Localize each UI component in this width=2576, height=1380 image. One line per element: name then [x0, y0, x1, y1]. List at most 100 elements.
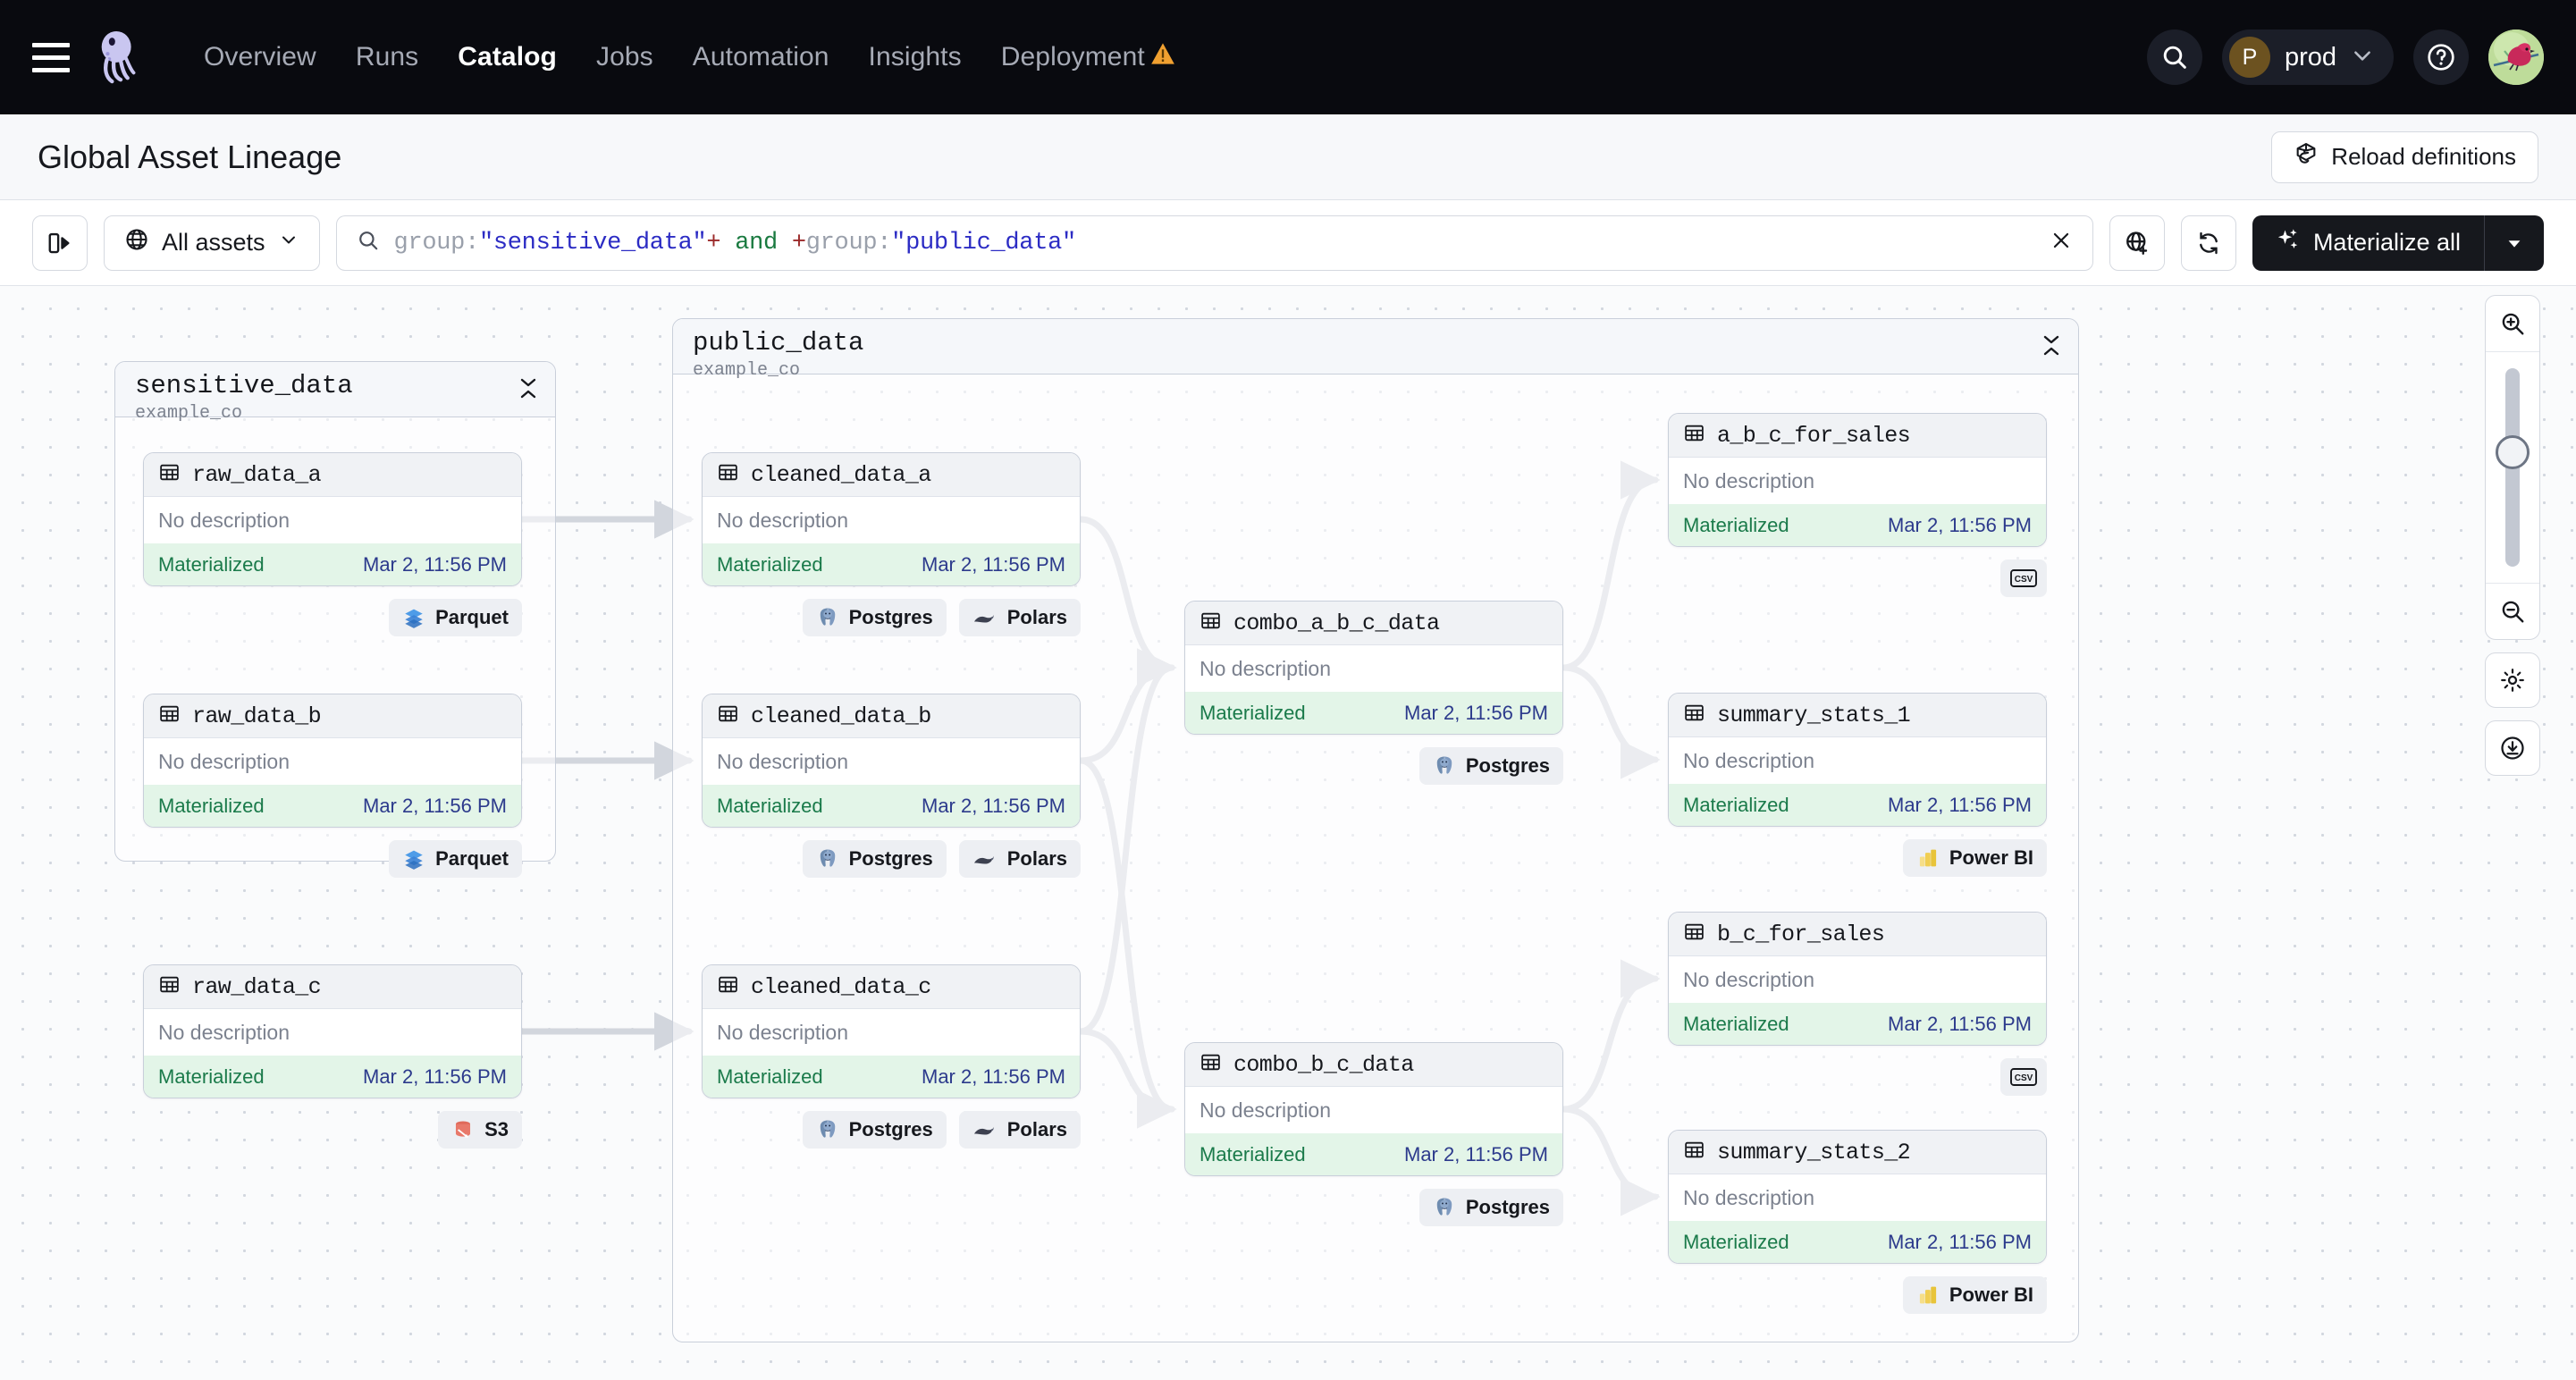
asset-node-tags: Postgres: [1184, 1189, 1563, 1226]
status-badge: Materialized: [158, 1064, 265, 1088]
materialization-timestamp[interactable]: Mar 2, 11:56 PM: [363, 1064, 507, 1088]
table-icon: [1683, 702, 1705, 728]
nav-link-overview[interactable]: Overview: [204, 42, 316, 72]
gear-icon[interactable]: [2485, 652, 2540, 708]
nav-link-deployment[interactable]: Deployment: [981, 33, 1195, 81]
nav-link-automation[interactable]: Automation: [692, 42, 829, 72]
zoom-in-icon[interactable]: [2486, 296, 2539, 351]
nav-link-runs[interactable]: Runs: [355, 42, 419, 72]
status-badge: Materialized: [1200, 1142, 1306, 1165]
asset-node-name: combo_b_c_data: [1233, 1051, 1414, 1078]
collapse-icon[interactable]: [519, 378, 537, 399]
user-avatar[interactable]: [2488, 29, 2544, 85]
nav-link-catalog[interactable]: Catalog: [458, 42, 557, 72]
asset-tag-postgres[interactable]: Postgres: [1418, 1189, 1563, 1226]
materialization-timestamp[interactable]: Mar 2, 11:56 PM: [1888, 793, 2032, 816]
asset-tag-polars[interactable]: Polars: [958, 1111, 1081, 1149]
table-icon: [717, 973, 739, 1000]
reload-definitions-button[interactable]: Reload definitions: [2271, 130, 2538, 183]
panel-open-icon[interactable]: [32, 215, 88, 271]
materialization-timestamp[interactable]: Mar 2, 11:56 PM: [1888, 513, 2032, 536]
close-x-icon[interactable]: [2035, 229, 2073, 257]
asset-tag-label: Polars: [1006, 606, 1067, 628]
asset-tag-postgres[interactable]: Postgres: [802, 1111, 947, 1149]
asset-tag-parquet[interactable]: Parquet: [389, 840, 522, 878]
asset-scope-selector[interactable]: All assets: [104, 215, 320, 271]
materialization-timestamp[interactable]: Mar 2, 11:56 PM: [1888, 1230, 2032, 1253]
asset-tag-polars[interactable]: Polars: [958, 599, 1081, 636]
download-circle-icon[interactable]: [2485, 720, 2540, 776]
hamburger-icon[interactable]: [32, 39, 73, 75]
materialize-all-button[interactable]: Materialize all: [2252, 215, 2485, 271]
asset-node-name: cleaned_data_a: [751, 461, 931, 488]
collapse-icon[interactable]: [2042, 335, 2060, 356]
asset-tag-power-bi[interactable]: Power BI: [1902, 839, 2047, 877]
materialization-timestamp[interactable]: Mar 2, 11:56 PM: [922, 794, 1065, 817]
materialization-timestamp[interactable]: Mar 2, 11:56 PM: [1404, 1142, 1548, 1165]
asset-tag-label: Power BI: [1949, 1283, 2033, 1306]
table-icon: [1683, 921, 1705, 947]
materialization-timestamp[interactable]: Mar 2, 11:56 PM: [1888, 1012, 2032, 1035]
page-title: Global Asset Lineage: [38, 138, 342, 175]
zoom-slider-knob[interactable]: [2496, 435, 2530, 469]
asset-node-name: b_c_for_sales: [1717, 921, 1885, 947]
materialization-timestamp[interactable]: Mar 2, 11:56 PM: [1404, 701, 1548, 724]
asset-query-value[interactable]: group:"sensitive_data"+ and +group:"publ…: [394, 229, 1077, 257]
caret-down-icon[interactable]: [2485, 215, 2544, 271]
asset-tag-polars[interactable]: Polars: [958, 840, 1081, 878]
nav-link-jobs[interactable]: Jobs: [595, 42, 653, 72]
asset-group-repo: example_co: [693, 360, 801, 381]
svg-text:CSV: CSV: [2015, 1073, 2033, 1083]
asset-tag-label: S3: [484, 1118, 509, 1140]
query-token: :: [465, 229, 479, 257]
asset-tag-postgres[interactable]: Postgres: [802, 840, 947, 878]
materialization-timestamp[interactable]: Mar 2, 11:56 PM: [363, 794, 507, 817]
zoom-slider[interactable]: [2486, 351, 2539, 584]
asset-node-status-row: Materialized Mar 2, 11:56 PM: [1669, 784, 2046, 826]
query-token: "sensitive_data": [478, 229, 707, 257]
dagster-logo-icon[interactable]: [93, 29, 148, 85]
deployment-selector[interactable]: P prod: [2221, 29, 2394, 85]
materialization-timestamp[interactable]: Mar 2, 11:56 PM: [922, 1064, 1065, 1088]
asset-tag-power-bi[interactable]: Power BI: [1902, 1276, 2047, 1314]
zoom-controls: [2485, 295, 2540, 776]
asset-node-name: raw_data_a: [192, 461, 322, 488]
asset-tag-parquet[interactable]: Parquet: [389, 599, 522, 636]
asset-node-tags: Parquet: [143, 599, 522, 636]
table-icon: [1683, 1139, 1705, 1165]
help-circle-icon[interactable]: [2413, 29, 2469, 85]
globe-plus-icon[interactable]: [2109, 215, 2165, 271]
status-badge: Materialized: [1683, 793, 1789, 816]
search-icon[interactable]: [2146, 29, 2202, 85]
zoom-out-icon[interactable]: [2486, 584, 2539, 639]
asset-tag-s3[interactable]: S3: [438, 1111, 522, 1149]
refresh-icon[interactable]: [2180, 215, 2236, 271]
materialization-timestamp[interactable]: Mar 2, 11:56 PM: [363, 552, 507, 576]
nav-link-insights[interactable]: Insights: [868, 42, 962, 72]
asset-tag-postgres[interactable]: Postgres: [1418, 747, 1563, 785]
asset-tag-csv[interactable]: CSV: [2000, 1058, 2047, 1096]
asset-tag-csv[interactable]: CSV: [2000, 560, 2047, 597]
zoom-stack: [2485, 295, 2540, 640]
materialization-timestamp[interactable]: Mar 2, 11:56 PM: [922, 552, 1065, 576]
asset-tag-postgres[interactable]: Postgres: [802, 599, 947, 636]
asset-tag-label: Power BI: [1949, 846, 2033, 869]
s3-icon: [451, 1118, 475, 1141]
asset-query-search-input[interactable]: group:"sensitive_data"+ and +group:"publ…: [335, 215, 2093, 271]
chevron-down-icon: [278, 229, 299, 257]
